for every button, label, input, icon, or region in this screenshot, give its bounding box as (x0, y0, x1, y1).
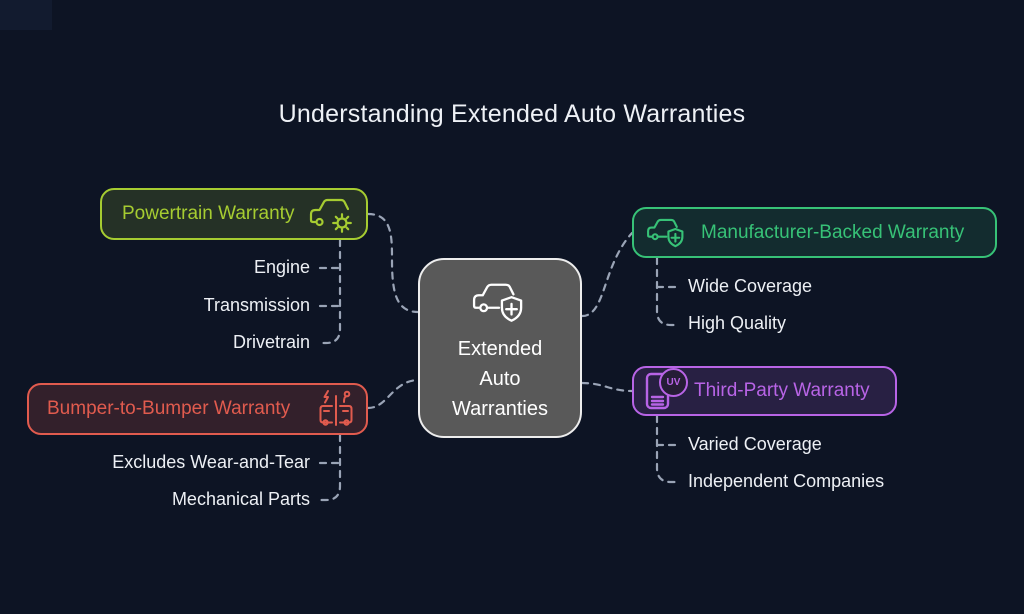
connector-powertrain-to-center (366, 212, 420, 314)
car-shield-plus-icon (471, 278, 529, 326)
car-gear-icon (308, 194, 354, 234)
bumper-label: Bumper-to-Bumper Warranty (47, 398, 291, 419)
corner-artifact (0, 0, 52, 30)
uv-badge: UV (659, 368, 688, 397)
third-party-label: Third-Party Warranty (694, 380, 870, 401)
connector-manufacturer-children (655, 256, 679, 327)
powertrain-label: Powertrain Warranty (122, 203, 295, 224)
connector-center-to-third-party (580, 381, 634, 393)
leaf-mechanical-parts: Mechanical Parts (171, 489, 310, 509)
connector-center-to-manufacturer (580, 231, 634, 318)
connector-bumper-to-center (366, 378, 420, 410)
node-bumper-to-bumper-warranty: Bumper-to-Bumper Warranty (27, 383, 368, 435)
leaf-excludes-wear-and-tear: Excludes Wear-and-Tear (112, 452, 310, 472)
connector-powertrain-children (317, 238, 342, 345)
leaf-wide-coverage: Wide Coverage (688, 276, 813, 296)
car-shield-plus-icon (646, 215, 688, 250)
leaf-independent-companies: Independent Companies (688, 471, 885, 491)
connector-third-children (655, 414, 679, 484)
manufacturer-label: Manufacturer-Backed Warranty (701, 221, 965, 243)
leaf-transmission: Transmission (203, 295, 310, 315)
uv-certificate-icon: UV (644, 368, 688, 411)
leaf-drivetrain: Drivetrain (232, 332, 310, 352)
leaf-high-quality: High Quality (688, 313, 787, 333)
leaf-engine: Engine (253, 257, 310, 277)
node-third-party-warranty: UV Third-Party Warranty (632, 366, 897, 416)
connector-bumper-children (318, 433, 342, 502)
node-manufacturer-backed-warranty: Manufacturer-Backed Warranty (632, 207, 997, 258)
center-node-label: Extended Auto Warranties (452, 338, 548, 420)
hybrid-car-icon (316, 389, 356, 429)
node-powertrain-warranty: Powertrain Warranty (100, 188, 368, 240)
center-node-extended-auto-warranties: Extended Auto Warranties (418, 258, 582, 438)
leaf-varied-coverage: Varied Coverage (688, 434, 822, 454)
page-title: Understanding Extended Auto Warranties (278, 100, 746, 128)
